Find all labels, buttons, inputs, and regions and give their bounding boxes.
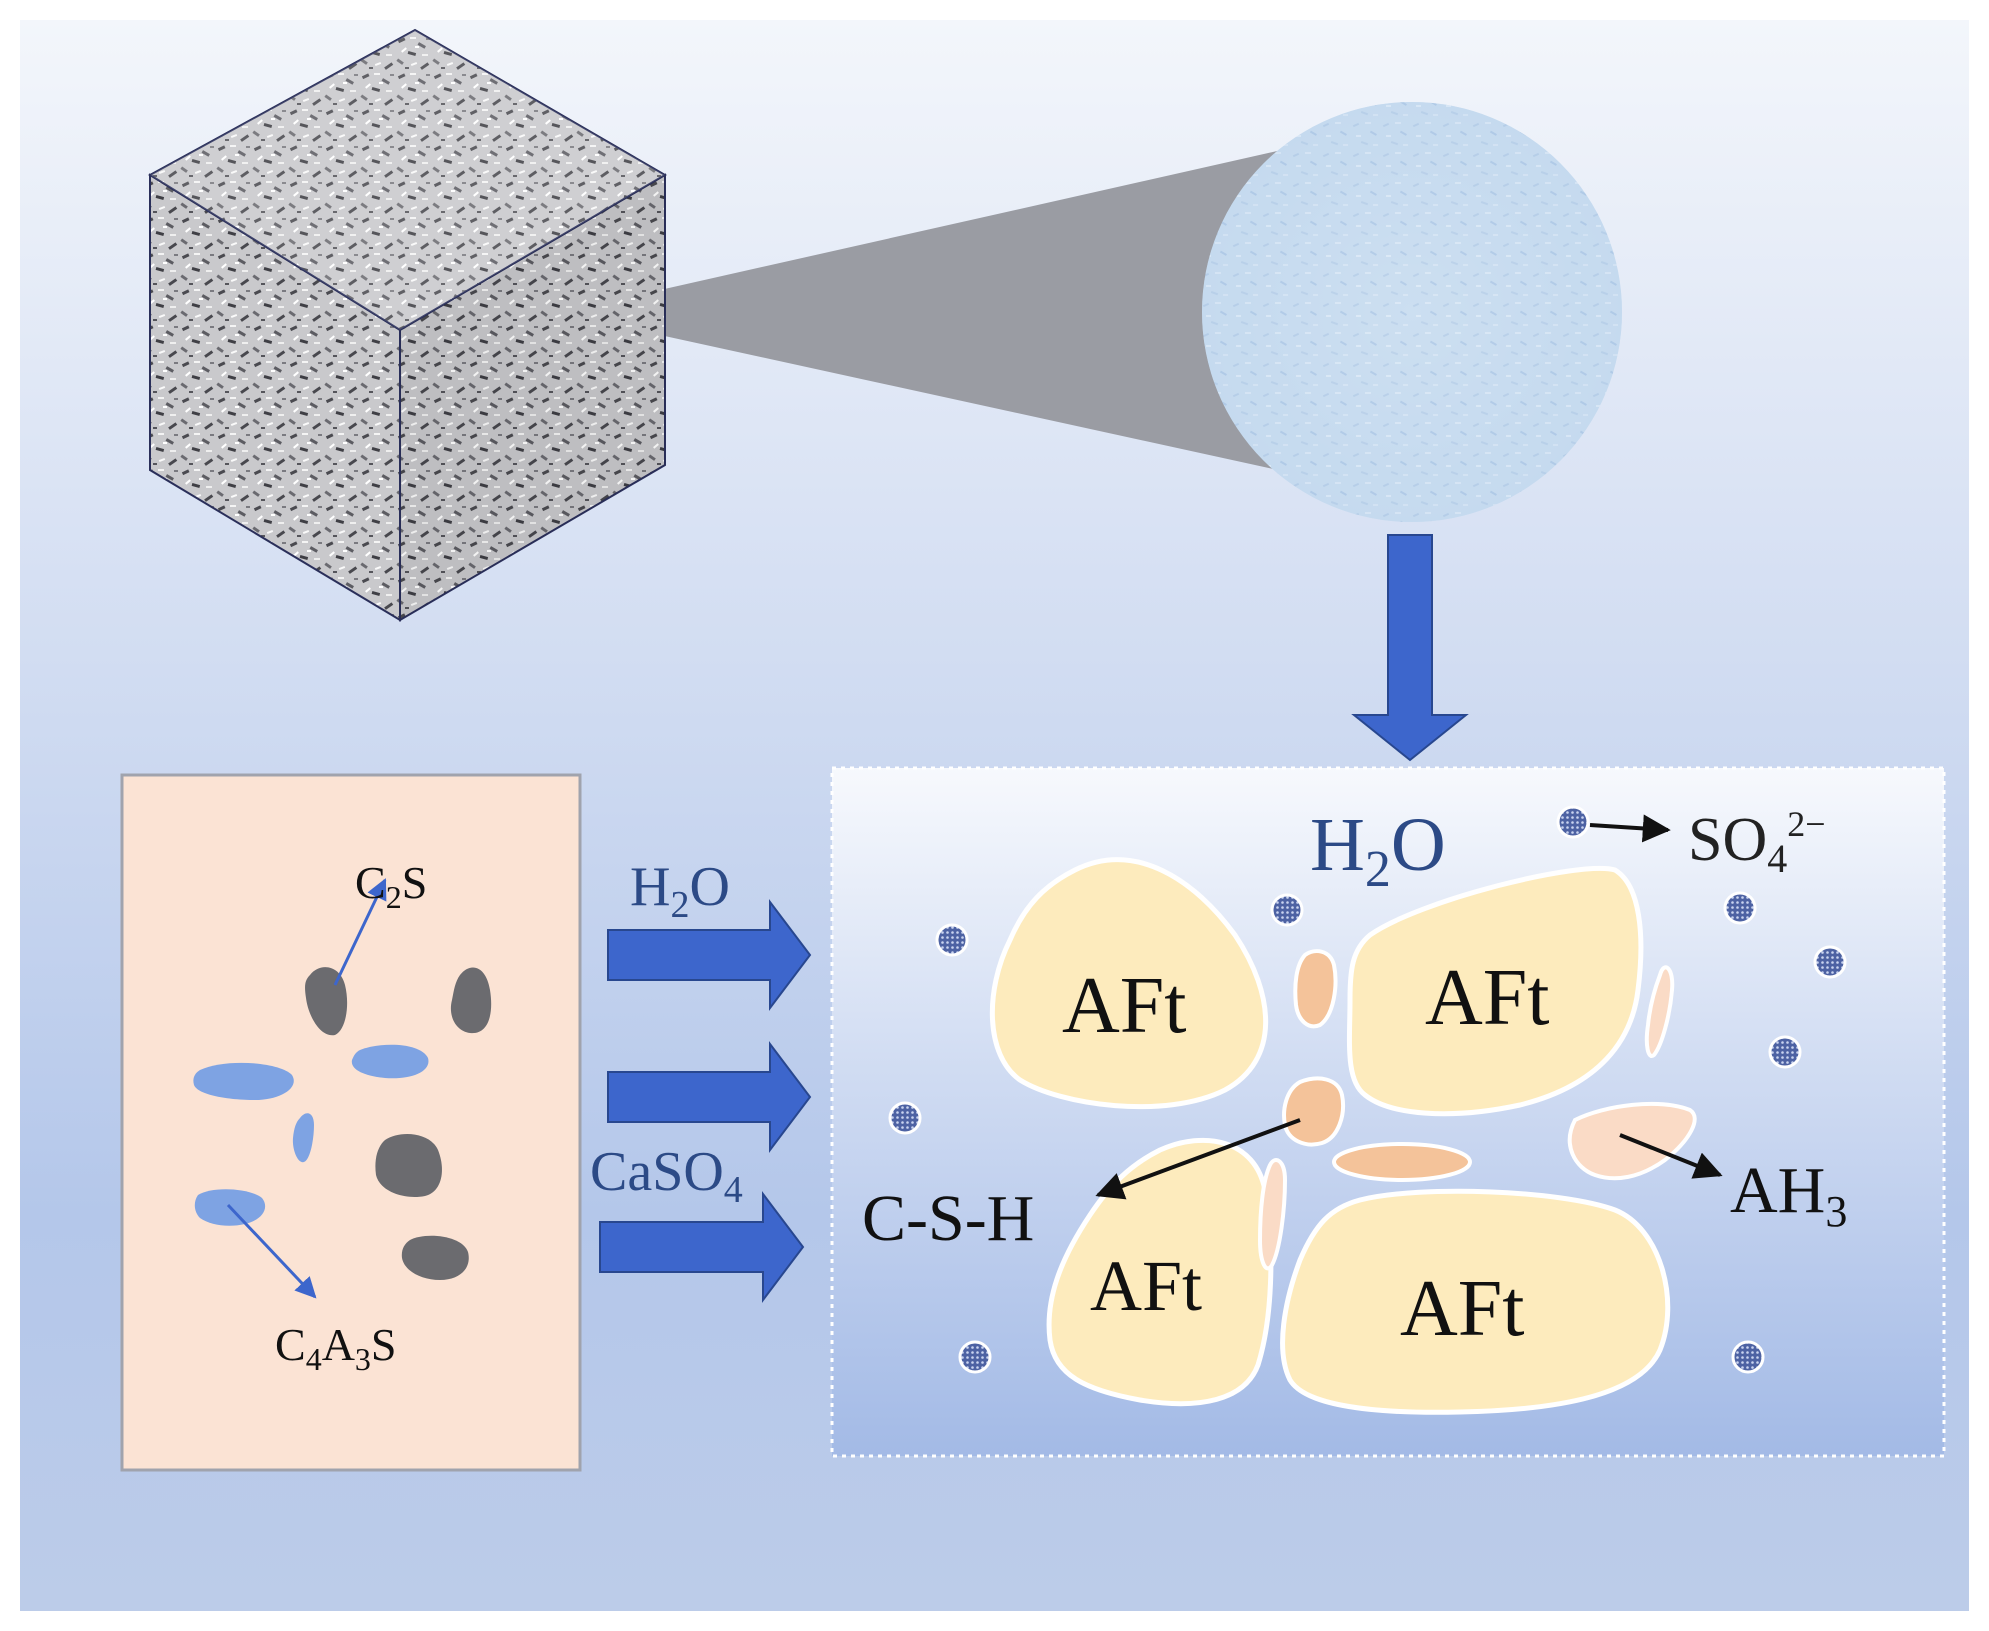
c2s-particle [375,1134,442,1198]
aft-label: AFt [1062,962,1187,1050]
ah3-fragment [1257,1158,1288,1271]
input-arrow-bottom [599,1191,805,1303]
c4a3s-particle [193,1062,294,1100]
product-panel: H2O SO42− AFt AFt AFt AFt C-S-H AH3 [830,766,1946,1458]
input-arrow-top [607,899,812,1011]
ah3-pointer-arrow [1619,1133,1723,1179]
sulfate-ion [1723,891,1757,925]
csh-fragment [1282,1076,1345,1147]
c2s-pointer-arrow [333,878,387,986]
ah3-label: AH3 [1730,1154,1847,1236]
sulfate-ion [1813,945,1847,979]
aft-label: AFt [1090,1246,1202,1326]
sulfate-ion [1768,1035,1802,1069]
down-arrow [1351,534,1469,762]
reactant-panel: C2S C4A3S [120,773,582,1472]
cement-cube [148,28,667,622]
sulfate-ion [935,923,969,957]
sulfate-label: SO42− [1688,804,1826,881]
sulfate-pointer-arrow [1589,814,1671,843]
c2s-particle [401,1235,469,1280]
sulfate-ion [888,1101,922,1135]
csh-pointer-arrow [1095,1118,1301,1200]
csh-fragment [1332,1142,1472,1182]
aft-grain [1280,1188,1671,1415]
c4a3s-particle [292,1113,314,1163]
aft-label: AFt [1425,954,1550,1042]
c4a3s-pointer-arrow [226,1203,317,1299]
csh-label: C-S-H [862,1182,1034,1255]
aft-grain [989,857,1269,1110]
ah3-fragment [1644,965,1675,1058]
magnified-view-circle [1202,102,1622,522]
gypsum-input-label: CaSO4 [590,1141,743,1211]
c2s-particle [450,967,492,1034]
sulfate-ion [1556,805,1590,839]
aft-grain [1346,865,1644,1117]
water-input-label: H2O [630,856,730,926]
sulfate-ion [1270,893,1304,927]
c2s-label: C2S [355,857,427,915]
c4a3s-label: C4A3S [275,1319,397,1377]
sulfate-ion [958,1340,992,1374]
csh-fragment [1293,949,1338,1029]
sulfate-ion [1731,1340,1765,1374]
input-arrow-middle [607,1041,812,1153]
aft-label: AFt [1400,1265,1525,1353]
water-product-label: H2O [1310,803,1446,898]
c4a3s-particle [351,1044,429,1079]
